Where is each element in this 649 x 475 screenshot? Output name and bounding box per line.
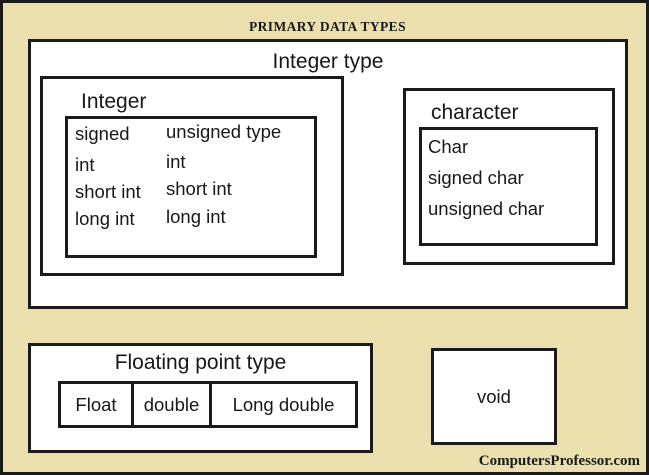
- floating-point-label: Floating point type: [114, 351, 287, 374]
- integer-group-label: Integer: [81, 90, 147, 113]
- void-label: void: [477, 385, 511, 407]
- void-box: [431, 348, 557, 445]
- signed-item-int: int: [75, 154, 95, 175]
- character-item-signed-char: signed char: [428, 167, 524, 188]
- signed-item-short-int: short int: [75, 181, 141, 202]
- floating-cell-double: double: [134, 384, 212, 425]
- unsigned-item-int: int: [166, 151, 186, 172]
- unsigned-column-header: unsigned type: [166, 121, 282, 142]
- integer-list-box: [65, 116, 317, 258]
- watermark: ComputersProfessor.com: [478, 453, 640, 469]
- signed-item-long-int: long int: [75, 208, 135, 229]
- floating-cell-float: Float: [61, 384, 134, 425]
- page-title: PRIMARY DATA TYPES: [249, 19, 406, 34]
- floating-cell-long-double: Long double: [232, 393, 335, 415]
- character-item-char: Char: [428, 136, 469, 157]
- character-group-label: character: [431, 101, 519, 124]
- integer-type-label: Integer type: [272, 50, 384, 73]
- floating-point-table: Float double Long double: [58, 381, 358, 428]
- character-item-unsigned-char: unsigned char: [428, 198, 545, 219]
- unsigned-item-short-int: short int: [166, 178, 232, 199]
- character-list-box: [419, 127, 598, 246]
- signed-column-header: signed: [75, 123, 130, 144]
- unsigned-item-long-int: long int: [166, 206, 226, 227]
